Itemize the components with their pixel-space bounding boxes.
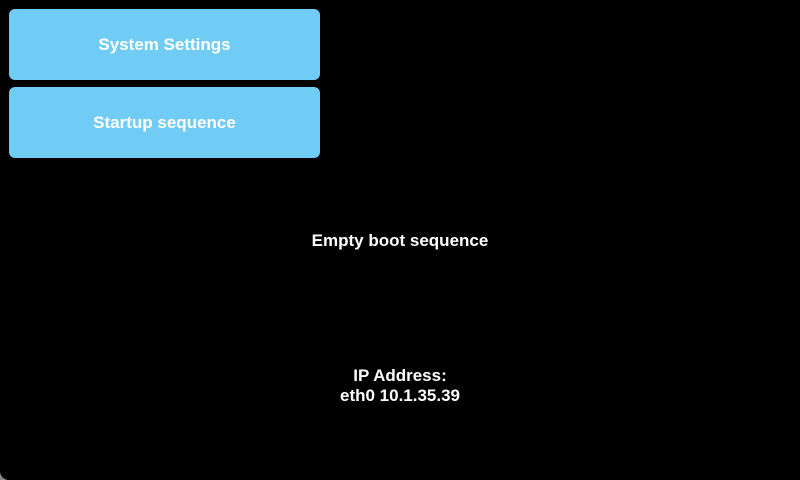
system-settings-button[interactable]: System Settings	[9, 9, 320, 80]
ip-address-block: IP Address: eth0 10.1.35.39	[0, 366, 800, 406]
screen-corner-mask	[0, 470, 10, 480]
startup-sequence-button[interactable]: Startup sequence	[9, 87, 320, 158]
boot-sequence-status-text: Empty boot sequence	[311, 231, 489, 250]
ip-address-label: IP Address:	[353, 366, 447, 385]
ip-address-value: eth0 10.1.35.39	[339, 386, 461, 405]
